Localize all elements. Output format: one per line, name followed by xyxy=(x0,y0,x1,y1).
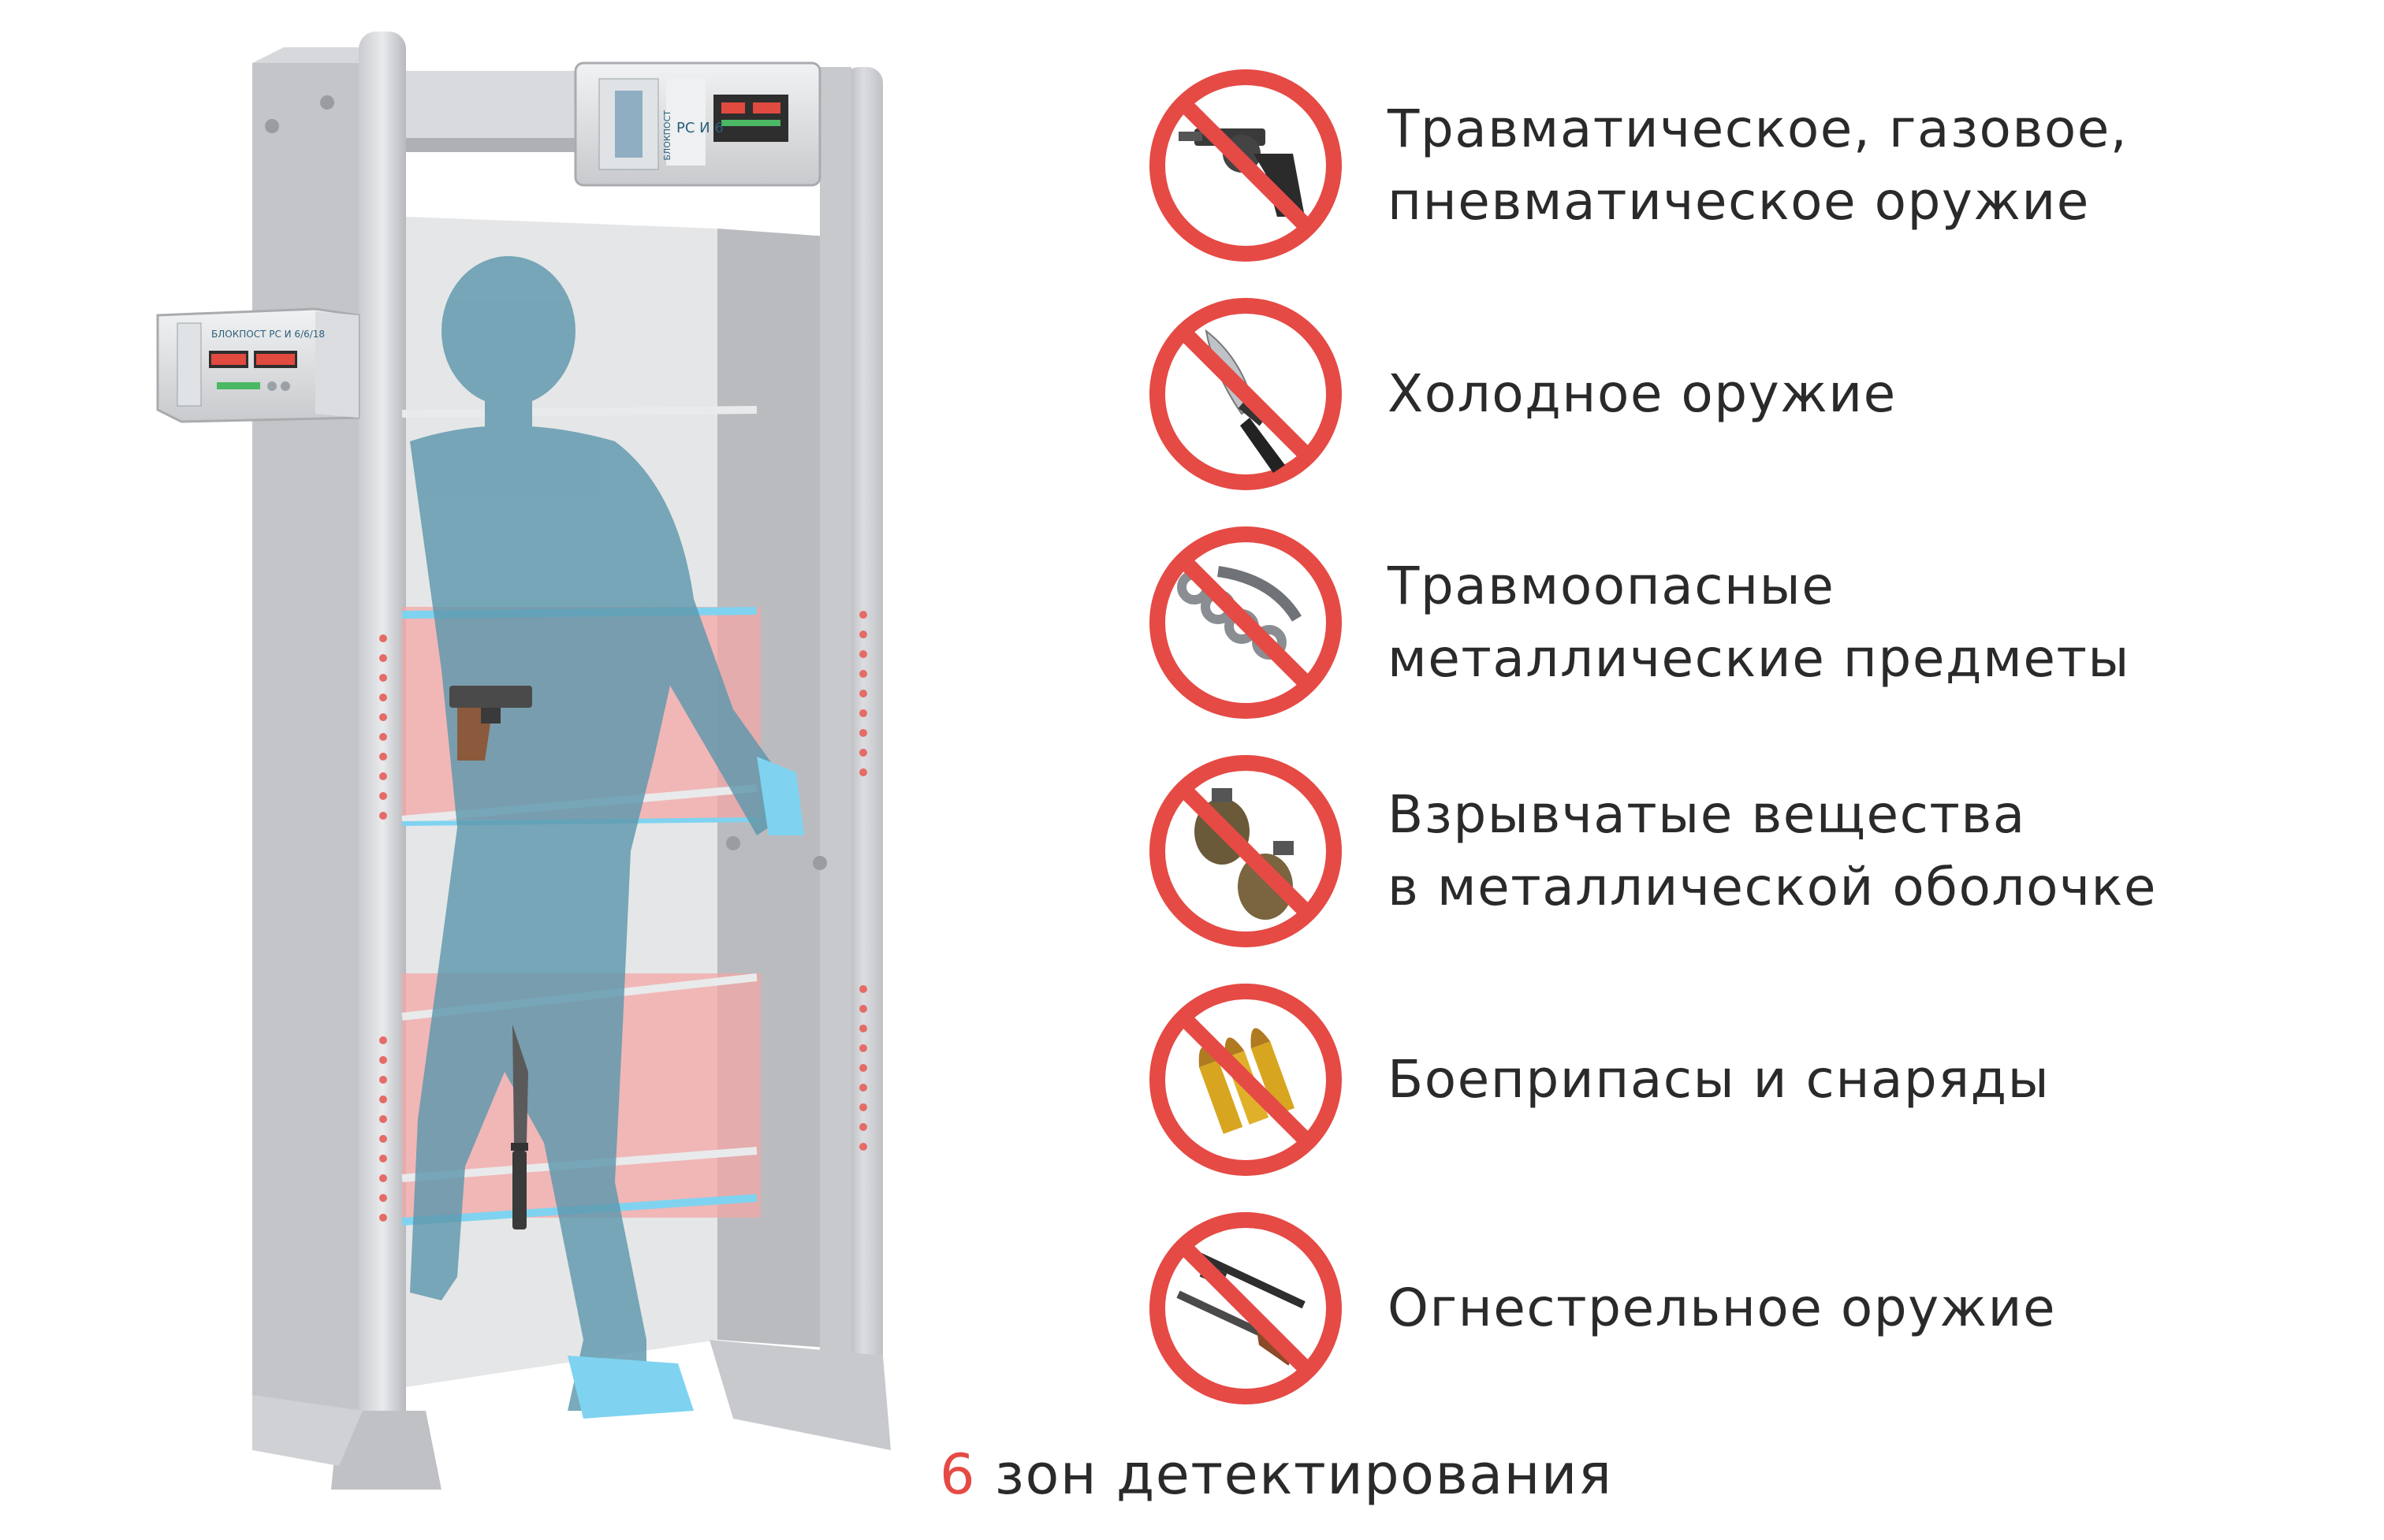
prohibition-icon xyxy=(1147,1210,1344,1407)
prohibition-icon xyxy=(1147,524,1344,721)
prohibited-item-ammunition: Боеприпасы и снаряды xyxy=(1147,981,2050,1178)
zones-text: зон детектирования xyxy=(976,1442,1613,1507)
sensor-leds-left xyxy=(379,634,387,1222)
prohibited-item-label: Боеприпасы и снаряды xyxy=(1388,1049,2051,1110)
prohibited-item-label: Травматическое, газовое, пневматическое … xyxy=(1388,99,2129,232)
right-pillar xyxy=(844,67,883,1419)
side-panel-text: БЛОКПОСТ РС И 6/6/18 xyxy=(211,329,325,340)
zones-count: 6 xyxy=(940,1442,977,1507)
prohibited-item-label: Холодное оружие xyxy=(1388,363,1897,424)
prohibition-icon xyxy=(1147,981,1344,1178)
prohibited-item-label: Огнестрельное оружие xyxy=(1388,1278,2057,1338)
detection-zones-caption: 6 зон детектирования xyxy=(940,1442,1613,1507)
side-control-panel xyxy=(156,307,360,423)
sensor-leds-right xyxy=(859,611,867,1151)
top-control-panel xyxy=(574,61,821,187)
left-side-panel xyxy=(252,63,371,1458)
pistol-in-zone xyxy=(449,686,532,761)
top-panel-model: РС И 6 xyxy=(676,120,724,136)
prohibition-icon xyxy=(1147,67,1344,264)
prohibited-item-traumatic-weapons: Травматическое, газовое, пневматическое … xyxy=(1147,67,2128,264)
person-silhouette xyxy=(410,256,780,1411)
prohibited-item-explosives: Взрывчатые вещества в металлической обол… xyxy=(1147,753,2157,950)
prohibited-item-firearms: Огнестрельное оружие xyxy=(1147,1210,2056,1407)
prohibition-icon xyxy=(1147,296,1344,493)
prohibition-icon xyxy=(1147,753,1344,950)
knife-in-zone xyxy=(511,1025,528,1229)
top-panel-brand: БЛОКПОСТ xyxy=(662,110,672,161)
prohibited-item-label: Травмоопасные металлические предметы xyxy=(1388,556,2131,689)
metal-detector-illustration: БЛОКПОСТ РС И 6 БЛОКПОСТ РС И 6/6/18 xyxy=(0,0,899,1540)
prohibited-item-cold-weapons: Холодное оружие xyxy=(1147,296,1897,493)
prohibited-item-label: Взрывчатые вещества в металлической обол… xyxy=(1388,784,2157,917)
prohibited-item-dangerous-metal-objects: Травмоопасные металлические предметы xyxy=(1147,524,2130,721)
